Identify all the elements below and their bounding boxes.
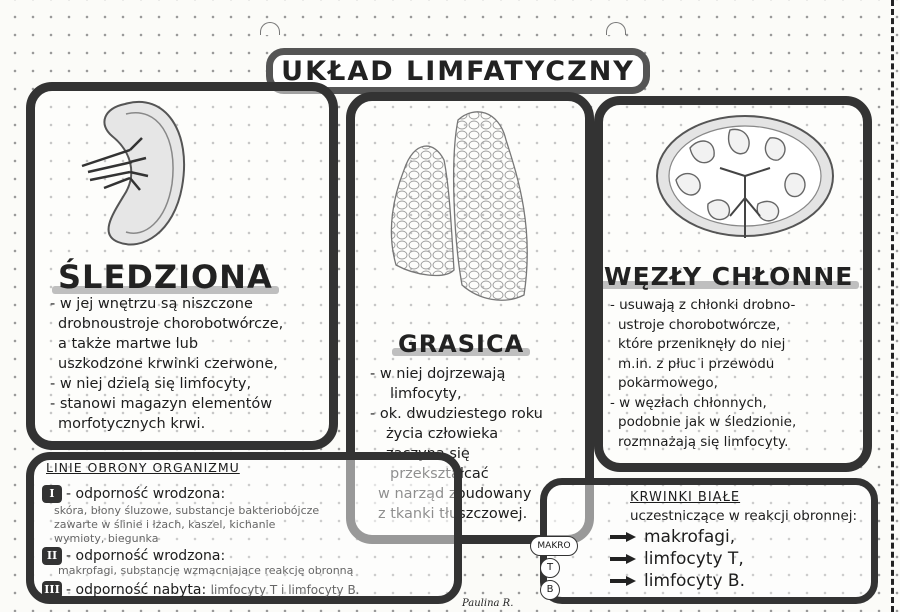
spleen-line: - w niej dzielą się limfocyty, [50, 376, 252, 392]
page-title: UKŁAD LIMFATYCZNY [281, 55, 635, 87]
white-cells-list: makrofagi, limfocyty T, limfocyty B. [610, 526, 745, 592]
nodes-line: które przeniknęły do niej [618, 336, 786, 352]
roman-numeral-badge: III [42, 581, 62, 599]
nodes-line: podobnie jak w śledzionie, [618, 414, 797, 430]
punch-hole-left [260, 22, 280, 35]
defense-lines-box [26, 452, 462, 604]
roman-numeral-badge: II [42, 547, 62, 565]
defense-second-label: - odporność wrodzona: [66, 548, 226, 564]
defense-detail-line: wymioty, biegunka [54, 532, 159, 545]
t-cell-badge: T [540, 558, 560, 578]
list-item: limfocyty T, [610, 548, 745, 570]
defense-second-detail: makrofagi, substancje wzmacniające reakc… [58, 564, 354, 577]
arrow-right-icon [610, 532, 636, 542]
arrow-right-icon [610, 554, 636, 564]
white-cells-box [540, 478, 878, 604]
nodes-line: ustroje chorobotwórcze, [618, 316, 781, 333]
page-edge-dashes [891, 0, 894, 612]
defense-first-detail: skóra, błony śluzowe, substancje bakteri… [54, 504, 319, 546]
defense-third-label: - odporność nabyta: [66, 582, 207, 598]
thymus-illustration [390, 111, 528, 301]
defense-detail-line: skóra, błony śluzowe, substancje bakteri… [54, 504, 320, 517]
spleen-line: - w jej wnętrzu są niszczone [50, 296, 253, 312]
list-item: limfocyty B. [610, 570, 745, 592]
white-cells-intro: uczestniczące w reakcji obronnej: [630, 508, 858, 524]
macrophage-badge: MAKRO [530, 536, 578, 556]
white-cell-item: makrofagi, [644, 527, 736, 547]
spleen-line: uszkodzone krwinki czerwone, [58, 356, 278, 372]
nodes-line: - w węzłach chłonnych, [610, 394, 767, 411]
punch-hole-right [606, 22, 626, 35]
spleen-line: a także martwe lub [58, 336, 199, 352]
nodes-line: - usuwają z chłonki drobno- [610, 297, 796, 313]
defense-first-label: - odporność wrodzona: [66, 486, 226, 502]
thymus-line: - w niej dojrzewają [370, 366, 506, 382]
defense-detail-line: zawarte w ślinie i łzach, kaszel, kichan… [54, 518, 276, 531]
thymus-line: życia człowieka [386, 426, 499, 442]
lymph-nodes-text: - usuwają z chłonki drobno- ustroje chor… [610, 296, 796, 452]
nodes-line: rozmnażają się limfocyty. [618, 433, 789, 450]
arrow-right-icon [610, 576, 636, 586]
thymus-line: - ok. dwudziestego roku [370, 406, 543, 422]
b-cell-badge: B [540, 580, 560, 600]
roman-numeral-badge: I [42, 485, 62, 503]
defense-heading: LINIE OBRONY ORGANIZMU [46, 460, 240, 475]
nodes-line: m.in. z płuc i przewodu [618, 355, 775, 372]
thymus-heading: GRASICA [392, 330, 531, 358]
spleen-line: drobnoustroje chorobotwórcze, [58, 316, 284, 332]
white-cell-item: limfocyty B. [644, 571, 745, 591]
white-cells-heading: KRWINKI BIAŁE [630, 490, 741, 505]
spleen-line: morfotycznych krwi. [58, 416, 206, 432]
spleen-illustration [81, 101, 186, 246]
spleen-heading: ŚLEDZIONA [52, 258, 279, 296]
defense-third-detail: limfocyty T i limfocyty B. [210, 583, 360, 597]
nodes-line: pokarmowego, [618, 375, 718, 391]
author-signature: Paulina R. [462, 598, 514, 609]
page-title-frame: UKŁAD LIMFATYCZNY [266, 48, 650, 94]
spleen-text: - w jej wnętrzu są niszczone drobnoustro… [50, 294, 283, 434]
defense-line-1: I- odporność wrodzona: [42, 484, 225, 504]
lymph-nodes-heading: WĘZŁY CHŁONNE [598, 262, 860, 291]
white-cell-item: limfocyty T, [644, 549, 744, 569]
defense-line-2: II- odporność wrodzona: [42, 546, 225, 566]
lymph-node-illustration [656, 115, 834, 238]
defense-line-3: III- odporność nabyta: limfocyty T i lim… [42, 580, 360, 600]
spleen-line: - stanowi magazyn elementów [50, 396, 273, 412]
thymus-line: limfocyty, [390, 386, 462, 402]
list-item: makrofagi, [610, 526, 745, 548]
